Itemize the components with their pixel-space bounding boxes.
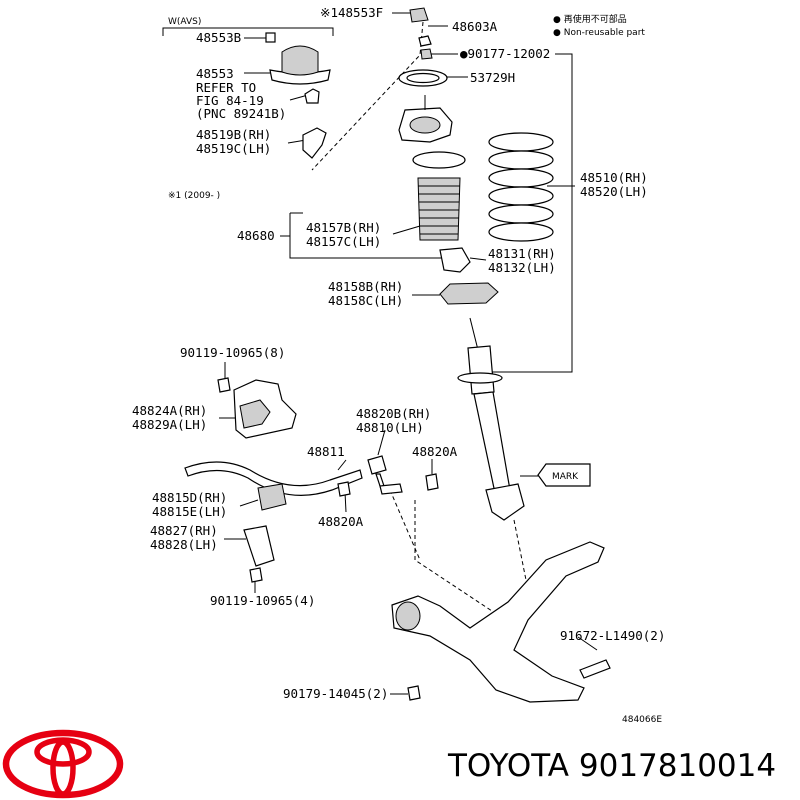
mark-tag: [537, 463, 591, 487]
spring-seat-upper: [412, 151, 466, 169]
leader-lines: [162, 12, 598, 695]
label-48520: 48520(LH): [580, 184, 648, 199]
label-48553b: 48553B: [196, 30, 241, 45]
label-48132: 48132(LH): [488, 260, 556, 275]
label-48828: 48828(LH): [150, 537, 218, 552]
bolt-91672: [579, 659, 611, 679]
label-48157c: 48157C(LH): [306, 234, 381, 249]
bracket-small: [304, 88, 320, 104]
label-90119-8: 90119-10965(8): [180, 345, 285, 360]
label-w-avs: W(AVS): [168, 17, 201, 27]
brand-part-number: TOYOTA 9017810014: [447, 748, 776, 784]
label-48158c: 48158C(LH): [328, 293, 403, 308]
bolt-90119-top: [217, 377, 231, 393]
bumper-boot-48157b: [417, 177, 461, 241]
label-48158b: 48158B(RH): [328, 279, 403, 294]
part-labels: W(AVS) 48553B 48553 REFER TO FIG 84-19 (…: [132, 5, 665, 725]
label-48510: 48510(RH): [580, 170, 648, 185]
nut-48553b: [265, 32, 276, 43]
label-48820a-right: 48820A: [412, 444, 458, 459]
bumper-48680: [439, 247, 471, 273]
insulator-48158b: [439, 282, 499, 305]
link-48820b: [367, 455, 387, 475]
label-48824a: 48824A(RH): [132, 403, 207, 418]
upper-support-group: [265, 7, 499, 305]
cap-48553: [281, 45, 319, 76]
label-48810: 48810(LH): [356, 420, 424, 435]
label-fig-ref: FIG 84-19: [196, 93, 264, 108]
bracket-48519b: [302, 127, 327, 159]
strut-bracket: [485, 483, 525, 521]
label-48519c: 48519C(LH): [196, 141, 271, 156]
label-90179: 90179-14045(2): [283, 686, 388, 701]
label-48815e: 48815E(LH): [152, 504, 227, 519]
nut-90179: [407, 685, 421, 701]
nut-48820a-right: [425, 473, 439, 491]
bolt-90119-bottom: [249, 567, 263, 583]
stabilizer-group: [184, 377, 439, 583]
nut-90177: [420, 48, 433, 60]
label-90119-4: 90119-10965(4): [210, 593, 315, 608]
label-90177: ●90177-12002: [460, 46, 550, 61]
label-pnc-ref: (PNC 89241B): [196, 106, 286, 121]
bracket-48827: [243, 525, 275, 567]
label-mark: MARK: [552, 472, 579, 482]
label-note-2009: ※1 (2009- ): [168, 191, 220, 201]
label-48680: 48680: [237, 228, 275, 243]
label-48820b: 48820B(RH): [356, 406, 431, 421]
nut-48820a-left: [337, 481, 351, 497]
shock-absorber-48510: [457, 317, 591, 521]
label-48827: 48827(RH): [150, 523, 218, 538]
label-48829a: 48829A(LH): [132, 417, 207, 432]
logo-center-ellipse: [50, 739, 76, 797]
bushing-48815d: [257, 483, 287, 511]
legend-en: ● Non-reusable part: [553, 28, 645, 38]
label-48131: 48131(RH): [488, 246, 556, 261]
coil-spring-48131: [488, 132, 554, 242]
label-48553: 48553: [196, 66, 234, 81]
label-48815d: 48815D(RH): [152, 490, 227, 505]
label-48811: 48811: [307, 444, 345, 459]
cap-48553f: [409, 7, 429, 23]
label-48603a: 48603A: [452, 19, 498, 34]
figure-code: 484066E: [622, 715, 662, 725]
lower-arm-group: [391, 541, 611, 703]
label-refer-to: REFER TO: [196, 80, 256, 95]
stabilizer-bar-48811: [184, 461, 363, 496]
toyota-logo: [2, 729, 124, 799]
label-48553f: ※148553F: [320, 5, 383, 20]
label-53729h: 53729H: [470, 70, 515, 85]
label-48519b: 48519B(RH): [196, 127, 271, 142]
cap-48603a: [418, 35, 432, 47]
legend-jp: ● 再使用不可部品: [553, 13, 627, 25]
label-91672: 91672-L1490(2): [560, 628, 665, 643]
label-48157b: 48157B(RH): [306, 220, 381, 235]
lower-arm: [391, 541, 605, 703]
label-48820a-left: 48820A: [318, 514, 364, 529]
